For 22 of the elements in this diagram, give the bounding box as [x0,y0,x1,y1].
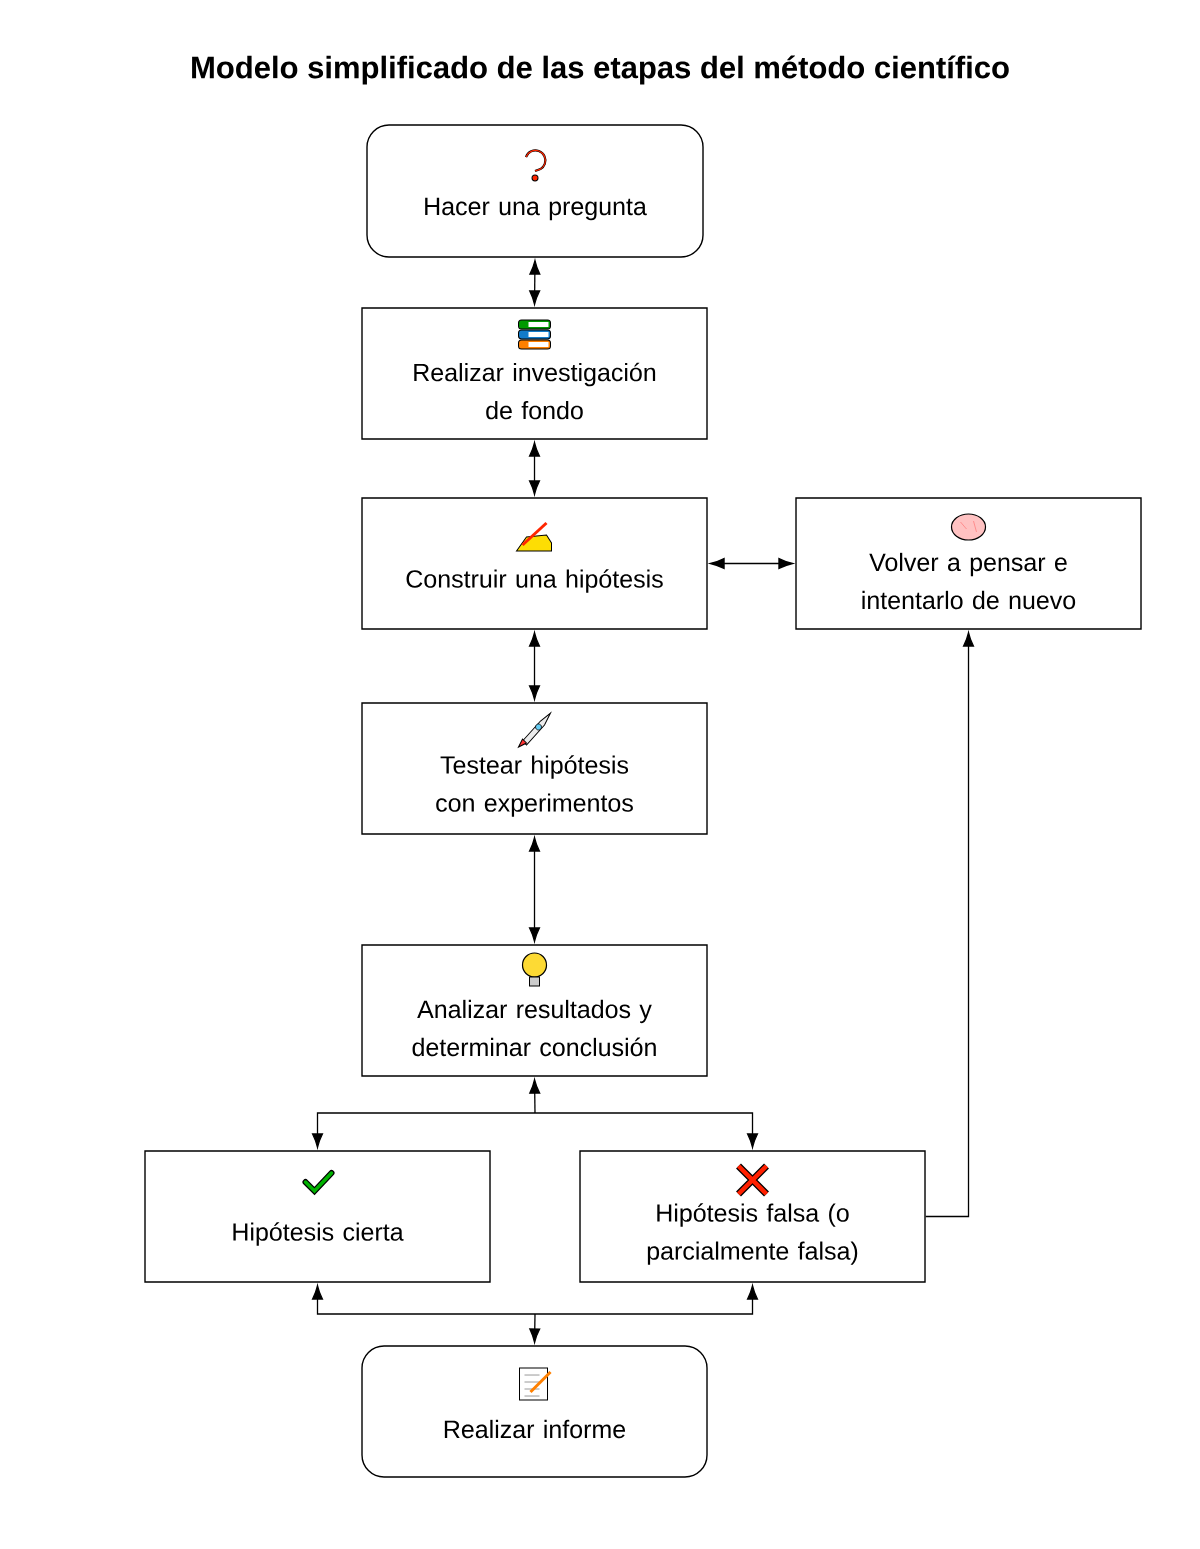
arrow [534,1284,759,1315]
arrow [311,1112,536,1149]
arrow [534,1112,759,1149]
rounded-box: Realizar informe [361,1345,708,1478]
arrow [529,1313,541,1344]
process-box: Hipótesis cierta [144,1150,491,1283]
arrow [529,259,541,306]
arrow [528,836,541,943]
title: Modelo simplificado de las etapas del método científico [192,55,1009,85]
process-box: Testear hipótesis con experimentos [361,702,708,835]
arrow [311,1284,536,1315]
process-box: Analizar resultados y determinar conclusión [361,944,708,1077]
arrow [528,441,541,496]
process-box: Volver a pensar e intentarlo de nuevo [795,497,1142,630]
arrow [528,631,541,701]
process-box: Realizar investigación de fondo [361,307,708,440]
process-box: Hipótesis falsa (o parcialmente falsa) [579,1150,926,1283]
arrow [925,631,975,1218]
rounded-box: Hacer una pregunta [366,124,704,258]
process-box: Construir una hipótesis [361,497,708,630]
arrow [529,1078,541,1114]
arrow [709,557,794,570]
